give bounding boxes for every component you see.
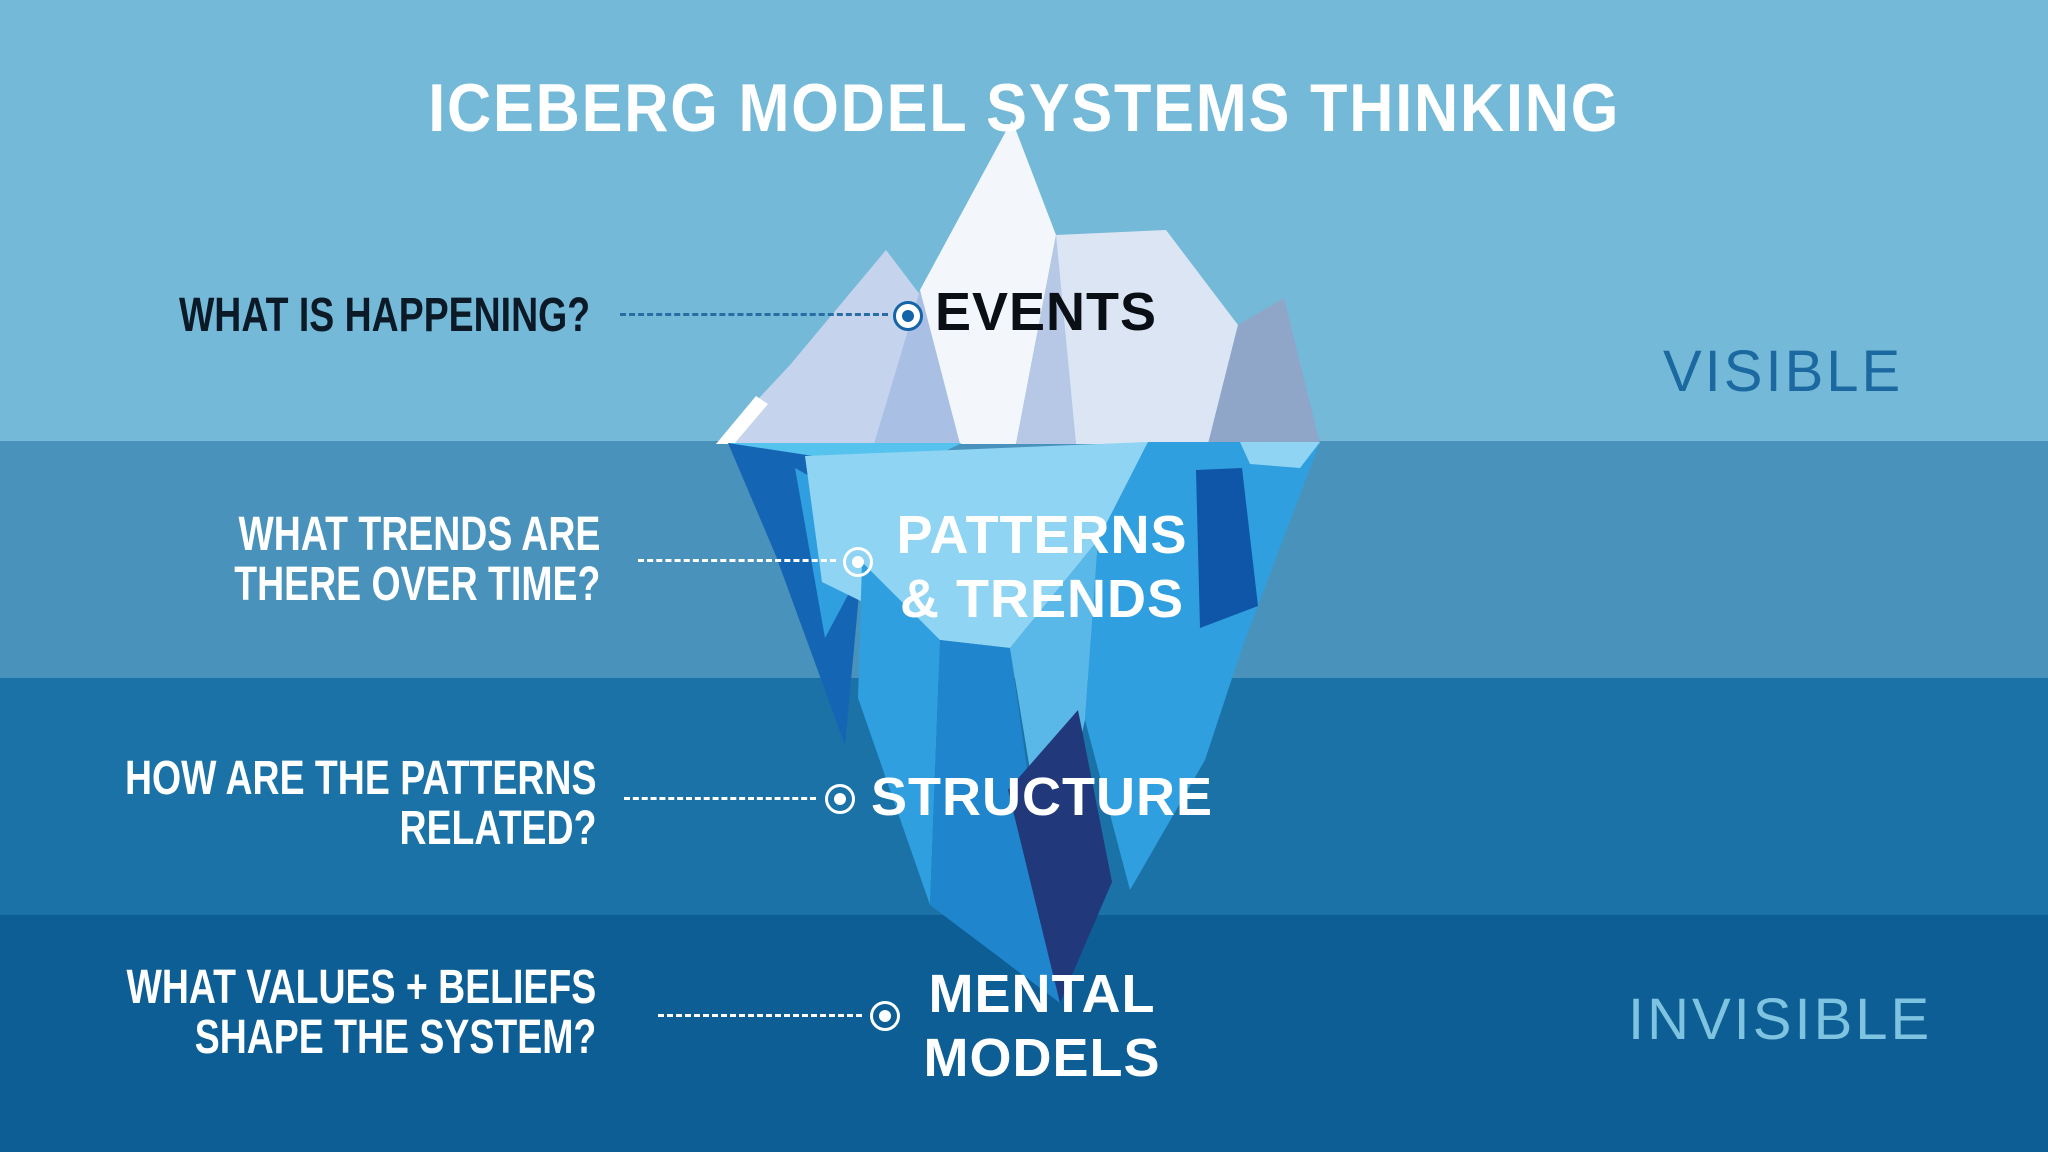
- label-line: PATTERNS: [896, 505, 1188, 565]
- ice-face-right: [1056, 230, 1238, 444]
- label-events: EVENTS: [935, 280, 1157, 344]
- ice-uw-left-column: [858, 562, 940, 905]
- marker-dot: [852, 556, 864, 568]
- question-line: THERE OVER TIME?: [233, 558, 600, 611]
- marker-events: [893, 301, 923, 331]
- leader-line-events: [620, 313, 888, 316]
- leader-line-patterns: [638, 559, 836, 562]
- ice-uw-center-midlight: [1010, 540, 1098, 880]
- label-mental-models: MENTAL MODELS: [857, 962, 1227, 1090]
- question-mental-models: WHAT VALUES + BELIEFS SHAPE THE SYSTEM?: [126, 963, 596, 1063]
- marker-structure: [825, 784, 855, 814]
- question-line: RELATED?: [399, 802, 596, 855]
- page-title: ICEBERG MODEL SYSTEMS THINKING: [0, 68, 2048, 148]
- leader-line-mental-models: [658, 1014, 862, 1017]
- ice-edge-highlight: [716, 396, 768, 444]
- ice-uw-deep-tip: [1008, 710, 1112, 1003]
- label-line: STRUCTURE: [871, 767, 1213, 827]
- ice-face-left-shadow: [874, 290, 960, 444]
- marker-dot: [902, 310, 914, 322]
- question-structure: HOW ARE THE PATTERNS RELATED?: [125, 754, 596, 854]
- label-line: MODELS: [923, 1028, 1161, 1088]
- label-patterns-trends: PATTERNS & TRENDS: [857, 503, 1227, 631]
- ice-peak: [920, 120, 1056, 444]
- question-line: WHAT TRENDS ARE: [238, 508, 600, 561]
- question-line: WHAT IS HAPPENING?: [178, 289, 590, 342]
- page-title-text: ICEBERG MODEL SYSTEMS THINKING: [428, 69, 1620, 146]
- question-line: HOW ARE THE PATTERNS: [124, 752, 596, 805]
- ice-face-right-gray: [1208, 298, 1320, 444]
- label-line: MENTAL: [928, 964, 1156, 1024]
- marker-dot: [879, 1010, 891, 1022]
- question-line: SHAPE THE SYSTEM?: [194, 1011, 596, 1064]
- label-structure: STRUCTURE: [857, 765, 1227, 829]
- label-line: EVENTS: [935, 282, 1158, 342]
- visible-zone-label: VISIBLE: [1663, 339, 1904, 404]
- ice-uw-right-light-strip: [1240, 442, 1320, 468]
- invisible-zone-label: INVISIBLE: [1628, 987, 1933, 1052]
- marker-dot: [834, 793, 846, 805]
- ice-uw-right-bright: [1085, 442, 1320, 890]
- label-line: & TRENDS: [899, 569, 1184, 629]
- leader-line-structure: [624, 797, 816, 800]
- question-events: WHAT IS HAPPENING?: [179, 291, 590, 341]
- marker-patterns: [843, 547, 873, 577]
- question-patterns-trends: WHAT TRENDS ARE THERE OVER TIME?: [234, 510, 600, 610]
- ice-face-left: [716, 250, 924, 444]
- marker-mental-models: [870, 1001, 900, 1031]
- ice-uw-center-column: [930, 640, 1060, 1003]
- question-line: WHAT VALUES + BELIEFS: [126, 961, 596, 1014]
- ice-uw-right-navy: [1196, 468, 1258, 628]
